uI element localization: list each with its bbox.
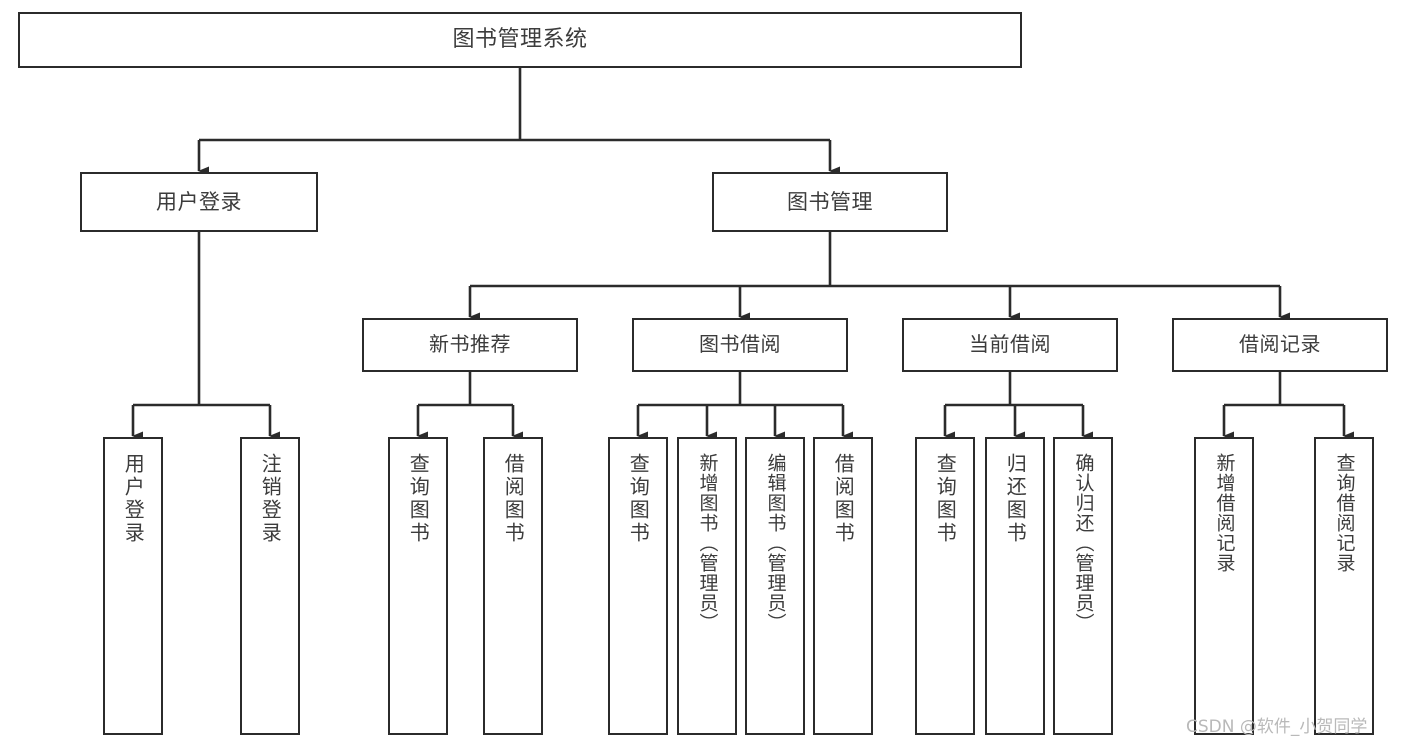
node-book-management[interactable]: 图书管理 (712, 172, 948, 232)
leaf-confirm-return[interactable]: 确认归还（管理员） (1053, 437, 1113, 735)
node-root[interactable]: 图书管理系统 (18, 12, 1022, 68)
leaf-borrow-book-1-label: 借阅图书 (501, 453, 526, 545)
leaf-query-record[interactable]: 查询借阅记录 (1314, 437, 1374, 735)
leaf-edit-book-label: 编辑图书（管理员） (764, 453, 787, 633)
watermark-text: CSDN @软件_小贺同学 (1186, 717, 1368, 737)
leaf-query-book-2-label: 查询图书 (626, 453, 651, 545)
node-borrow-record-label: 借阅记录 (1239, 332, 1321, 357)
leaf-user-login[interactable]: 用户登录 (103, 437, 163, 735)
leaf-add-book-label: 新增图书（管理员） (696, 453, 719, 633)
leaf-query-book-3[interactable]: 查询图书 (915, 437, 975, 735)
node-user-login-label: 用户登录 (156, 189, 242, 214)
node-root-label: 图书管理系统 (452, 26, 588, 52)
node-borrow-record[interactable]: 借阅记录 (1172, 318, 1388, 372)
leaf-add-book[interactable]: 新增图书（管理员） (677, 437, 737, 735)
leaf-query-book-1[interactable]: 查询图书 (388, 437, 448, 735)
leaf-confirm-return-label: 确认归还（管理员） (1072, 453, 1095, 633)
node-book-borrow-label: 图书借阅 (699, 332, 781, 357)
leaf-borrow-book-2[interactable]: 借阅图书 (813, 437, 873, 735)
node-book-management-label: 图书管理 (787, 189, 873, 214)
leaf-edit-book[interactable]: 编辑图书（管理员） (745, 437, 805, 735)
node-new-book-recommend-label: 新书推荐 (429, 332, 511, 357)
node-current-borrow-label: 当前借阅 (969, 332, 1051, 357)
leaf-add-record-label: 新增借阅记录 (1213, 453, 1236, 573)
leaf-borrow-book-1[interactable]: 借阅图书 (483, 437, 543, 735)
leaf-query-book-3-label: 查询图书 (933, 453, 958, 545)
node-current-borrow[interactable]: 当前借阅 (902, 318, 1118, 372)
leaf-query-book-2[interactable]: 查询图书 (608, 437, 668, 735)
leaf-query-book-1-label: 查询图书 (406, 453, 431, 545)
node-book-borrow[interactable]: 图书借阅 (632, 318, 848, 372)
node-user-login[interactable]: 用户登录 (80, 172, 318, 232)
leaf-logout[interactable]: 注销登录 (240, 437, 300, 735)
leaf-query-record-label: 查询借阅记录 (1333, 453, 1356, 573)
leaf-return-book[interactable]: 归还图书 (985, 437, 1045, 735)
leaf-add-record[interactable]: 新增借阅记录 (1194, 437, 1254, 735)
leaf-return-book-label: 归还图书 (1003, 453, 1028, 545)
leaf-user-login-label: 用户登录 (121, 453, 146, 545)
leaf-logout-label: 注销登录 (258, 453, 283, 545)
leaf-borrow-book-2-label: 借阅图书 (831, 453, 856, 545)
node-new-book-recommend[interactable]: 新书推荐 (362, 318, 578, 372)
